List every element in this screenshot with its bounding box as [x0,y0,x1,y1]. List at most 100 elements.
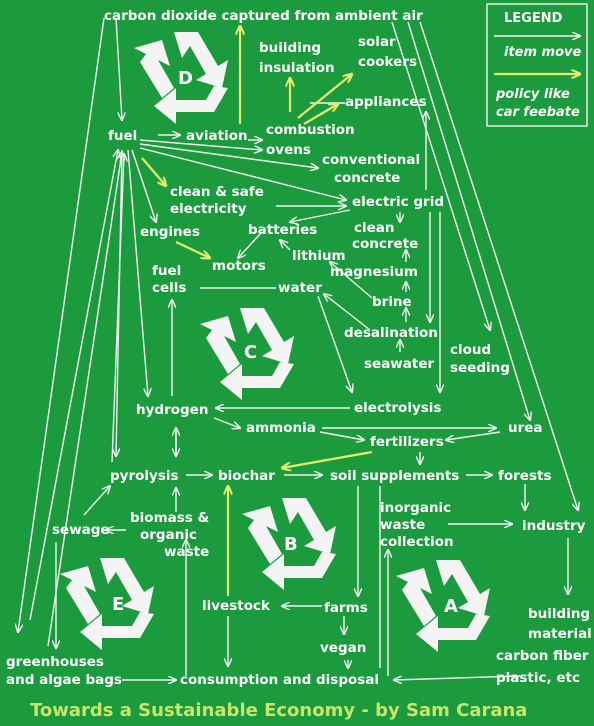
node-inorganic-3: collection [380,534,454,550]
policy-fuel-cleanelectricity [141,157,166,186]
node-farms: farms [324,600,368,616]
node-building-material-4: plastic, etc [496,670,580,686]
node-clean-concrete-1: clean [354,220,395,236]
arrow-water-electrolysis [317,295,352,392]
arrow-greenhouses-fuel [29,150,118,621]
node-solar-cookers-2: cookers [358,54,417,70]
node-inorganic-1: inorganic [380,500,451,516]
legend-box [486,3,588,127]
arrow-batteries-motors [238,231,263,258]
node-vegan: vegan [320,640,366,656]
node-clean-electricity-2: electricity [170,201,247,217]
legend-policy-line1: policy like [495,87,570,102]
node-ovens: ovens [266,142,311,158]
node-biomass-3: waste [164,544,209,560]
node-clean-electricity-1: clean & safe [170,184,264,200]
node-biochar: biochar [218,468,275,484]
node-seawater: seawater [364,356,434,372]
node-fertilizers: fertilizers [370,434,444,450]
node-ammonia: ammonia [246,420,316,436]
node-water: water [278,280,322,296]
arrow-co2-industry [419,21,578,510]
diagram-title: Towards a Sustainable Economy - by Sam C… [30,700,527,721]
node-biomass-2: organic [140,527,197,543]
node-forests: forests [498,468,552,484]
recycle-label-a: A [444,596,458,617]
arrow-fuel-grid [139,147,346,200]
recycle-symbol-e: E [60,558,154,650]
legend-item-move: item move [504,45,582,60]
node-brine: brine [372,294,412,310]
recycle-label-b: B [284,534,298,555]
node-clean-concrete-2: concrete [352,236,418,252]
node-sewage: sewage [52,522,110,538]
node-engines: engines [140,224,200,240]
arrow-grid-batteries [290,209,351,222]
arrow-sewage-pyrolysis [83,486,110,516]
node-electrolysis: electrolysis [354,400,441,416]
node-consumption: consumption and disposal [180,672,379,688]
node-magnesium: magnesium [330,264,418,280]
node-combustion: combustion [266,122,355,138]
arrow-co2-urea [407,21,530,420]
node-conventional-concrete-1: conventional [322,152,420,168]
arrow-fuel-engines [131,149,156,222]
node-greenhouses-2: and algae bags [6,672,122,688]
node-pyrolysis: pyrolysis [110,468,179,484]
node-batteries: batteries [248,222,317,238]
node-co2: carbon dioxide captured from ambient air [104,8,423,24]
arrow-co2-greenhouses [18,17,105,632]
node-soil-supplements: soil supplements [330,468,459,484]
node-building-material-2: material [528,626,592,642]
policy-combustion-appliances [303,104,338,125]
node-desalination: desalination [344,325,438,341]
node-biomass-1: biomass & [130,510,210,526]
node-building-insulation-2: insulation [259,60,335,76]
node-building-material-3: carbon fiber [496,648,589,664]
arrow-lithium-batteries [280,240,291,251]
arrow-hydrogen-ammonia [213,417,240,428]
node-livestock: livestock [202,598,271,614]
recycle-label-c: C [244,342,257,363]
node-aviation: aviation [186,128,248,144]
node-labels: carbon dioxide captured from ambient air… [6,8,592,688]
policy-combustion-solar [297,74,352,119]
arrow-desal-water [324,294,371,331]
node-greenhouses-1: greenhouses [6,654,104,670]
node-fuel: fuel [108,128,137,144]
arrow-co2-cloud [391,21,490,330]
node-conventional-concrete-2: concrete [334,170,400,186]
policy-arrows [141,26,373,596]
policy-fertilizers-biochar [282,450,373,468]
arrow-ammonia-fertilizers [319,431,364,440]
node-cloud-seeding-2: seeding [450,360,510,376]
node-hydrogen: hydrogen [136,402,208,418]
node-fuel-cells-2: cells [152,280,186,296]
arrow-fuel-ovens [139,139,262,150]
node-solar-cookers-1: solar [358,34,396,50]
recycle-symbol-b: B [242,498,336,590]
arrow-co2-fuel [115,17,122,120]
arrow-greenhouses-fuel-2 [47,152,122,647]
node-inorganic-2: waste [380,517,425,533]
node-lithium: lithium [292,248,346,264]
recycle-label-d: D [178,68,193,89]
arrow-fuel-pyrolysis [116,149,123,456]
recycle-symbol-a: A [396,560,490,652]
node-building-material-1: building [528,606,590,622]
node-industry: industry [522,518,586,534]
recycle-symbol-d: D [134,32,228,124]
recycle-label-e: E [112,594,124,615]
node-urea: urea [508,420,543,436]
arrow-urea-fertilizers [446,431,501,440]
arrow-pyrolysis-fuel [111,154,124,463]
legend: LEGEND item move policy like car feebate [486,3,588,127]
node-electric-grid: electric grid [352,194,444,210]
item-move-arrows [18,17,578,680]
node-building-insulation-1: building [259,40,321,56]
node-motors: motors [212,258,266,274]
arrow-fuel-concrete [139,143,318,168]
node-cloud-seeding-1: cloud [450,342,491,358]
node-fuel-cells-1: fuel [152,263,181,279]
